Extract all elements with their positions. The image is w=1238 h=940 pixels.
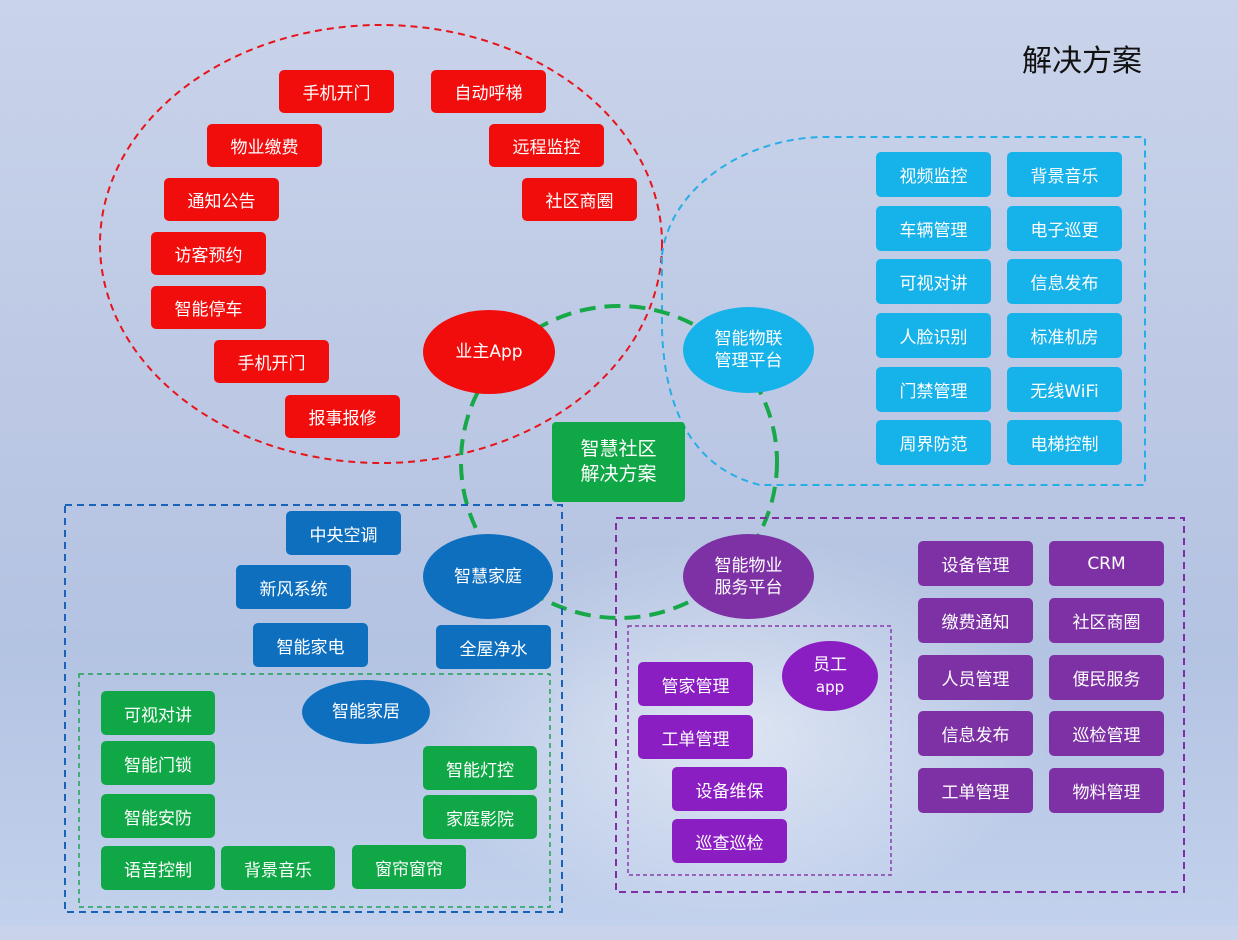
feature-box: 可视对讲 [101, 691, 215, 735]
feature-box: 手机开门 [279, 70, 394, 113]
feature-box: 无线WiFi [1007, 367, 1122, 412]
feature-box: 物料管理 [1049, 768, 1164, 813]
feature-box: 可视对讲 [876, 259, 991, 304]
iot-platform-region [661, 136, 1146, 486]
center-node: 智慧社区 解决方案 [552, 422, 685, 502]
feature-box: 信息发布 [918, 711, 1033, 756]
page-title: 解决方案 [1022, 44, 1142, 79]
center-line1: 智慧社区 [580, 438, 657, 460]
feature-box: 缴费通知 [918, 598, 1033, 643]
feature-box: 管家管理 [638, 662, 753, 706]
feature-box: 电梯控制 [1007, 420, 1122, 465]
staff-app-line1: 员工 [813, 655, 847, 675]
feature-box: 智能安防 [101, 794, 215, 838]
iot-platform-line2: 管理平台 [714, 351, 783, 371]
feature-box: 背景音乐 [221, 846, 335, 890]
feature-box: 通知公告 [164, 178, 279, 221]
feature-box: 人员管理 [918, 655, 1033, 700]
feature-box: 周界防范 [876, 420, 991, 465]
feature-box: 视频监控 [876, 152, 991, 197]
smart-house-node: 智能家居 [302, 680, 430, 744]
staff-app-line2: app [815, 678, 845, 696]
iot-platform-line1: 智能物联 [714, 329, 783, 349]
smart-home-node: 智慧家庭 [423, 534, 553, 619]
feature-box: 巡查巡检 [672, 819, 787, 863]
property-platform-region [615, 517, 1185, 893]
feature-box: 中央空调 [286, 511, 401, 555]
smart-home-region [64, 504, 563, 913]
feature-box: 车辆管理 [876, 206, 991, 251]
owner-app-node: 业主App [423, 310, 555, 394]
iot-platform-node: 智能物联 管理平台 [683, 307, 814, 393]
feature-box: 远程监控 [489, 124, 604, 167]
feature-box: 家庭影院 [423, 795, 537, 839]
feature-box: 访客预约 [151, 232, 266, 275]
feature-box: 门禁管理 [876, 367, 991, 412]
feature-box: 社区商圈 [522, 178, 637, 221]
feature-box: 标准机房 [1007, 313, 1122, 358]
staff-app-region [627, 625, 892, 876]
feature-box: 自动呼梯 [431, 70, 546, 113]
feature-box: 电子巡更 [1007, 206, 1122, 251]
property-platform-line1: 智能物业 [714, 555, 783, 576]
feature-box: 人脸识别 [876, 313, 991, 358]
feature-box: 报事报修 [285, 395, 400, 438]
feature-box: 背景音乐 [1007, 152, 1122, 197]
center-line2: 解决方案 [580, 463, 657, 485]
feature-box: 全屋净水 [436, 625, 551, 669]
feature-box: 智能家电 [253, 623, 368, 667]
feature-box: 巡检管理 [1049, 711, 1164, 756]
property-platform-node: 智能物业 服务平台 [683, 534, 814, 619]
feature-box: 设备维保 [672, 767, 787, 811]
feature-box: 智能门锁 [101, 741, 215, 785]
feature-box: CRM [1049, 541, 1164, 586]
feature-box: 工单管理 [638, 715, 753, 759]
feature-box: 手机开门 [214, 340, 329, 383]
feature-box: 智能灯控 [423, 746, 537, 790]
feature-box: 设备管理 [918, 541, 1033, 586]
feature-box: 物业缴费 [207, 124, 322, 167]
center-ring [459, 304, 779, 620]
feature-box: 语音控制 [101, 846, 215, 890]
feature-box: 便民服务 [1049, 655, 1164, 700]
staff-app-node: 员工 app [782, 641, 878, 711]
owner-app-circle [99, 24, 663, 464]
feature-box: 工单管理 [918, 768, 1033, 813]
smart-house-region [78, 673, 551, 908]
property-platform-line2: 服务平台 [714, 577, 783, 598]
feature-box: 社区商圈 [1049, 598, 1164, 643]
feature-box: 新风系统 [236, 565, 351, 609]
feature-box: 信息发布 [1007, 259, 1122, 304]
feature-box: 窗帘窗帘 [352, 845, 466, 889]
feature-box: 智能停车 [151, 286, 266, 329]
